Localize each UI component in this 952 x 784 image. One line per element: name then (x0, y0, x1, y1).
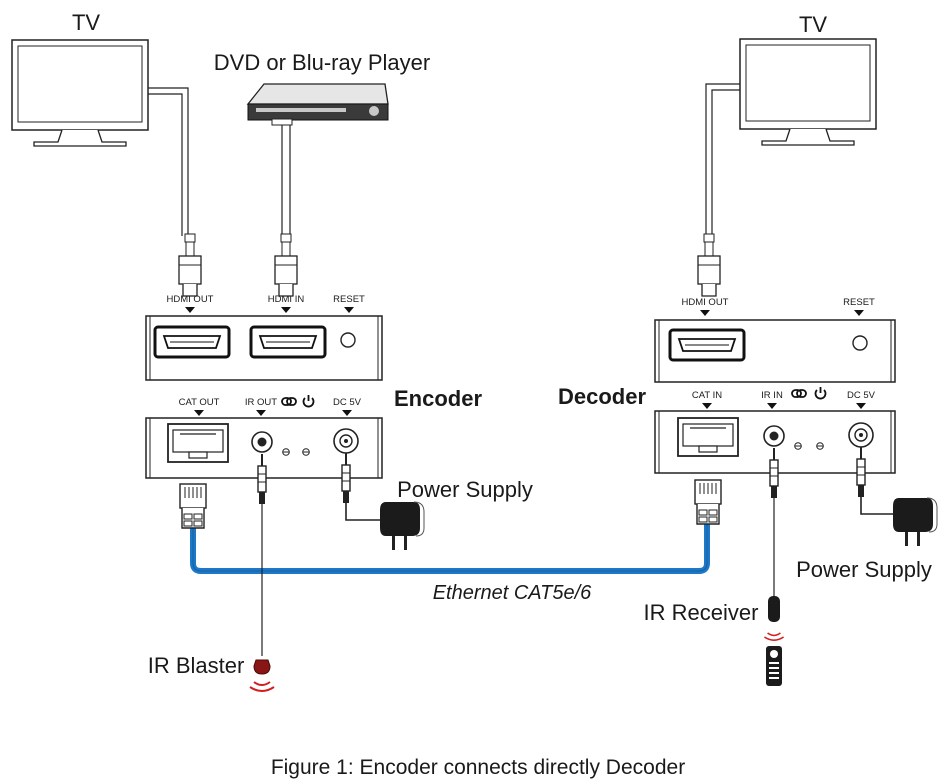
encoder-ir-out-label: IR OUT (245, 397, 277, 408)
rj45-plug-decoder (694, 479, 722, 525)
ethernet-cable (190, 524, 710, 574)
link-icon (281, 397, 297, 406)
decoder-cat-in-port (677, 417, 739, 457)
link-icon (791, 389, 807, 398)
hdmi-plug-encoder-in (274, 233, 298, 297)
hdmi-plug-encoder-out (178, 233, 202, 297)
decoder-hdmi-out-port (668, 328, 746, 362)
encoder-hdmi-in-label: HDMI IN (268, 294, 305, 305)
encoder-cat-out-label: CAT OUT (179, 397, 220, 408)
hdmi-plug-decoder-out (697, 233, 721, 297)
decoder-dc-label: DC 5V (847, 390, 876, 401)
encoder-hdmi-out-label: HDMI OUT (167, 294, 214, 305)
rj45-plug-encoder (179, 483, 207, 529)
decoder-reset-label: RESET (843, 297, 875, 308)
ir-receiver-icon (768, 596, 780, 622)
decoder-cat-in-label: CAT IN (692, 390, 722, 401)
encoder-front-panel (145, 315, 383, 381)
power-supply-left-label: Power Supply (397, 477, 533, 502)
dvd-player-icon (246, 83, 389, 126)
power-icon (302, 395, 315, 408)
decoder-hdmi-out-label: HDMI OUT (682, 297, 729, 308)
tv-right-label: TV (799, 12, 827, 37)
ir-blaster-signal-icon (249, 681, 275, 692)
power-icon (814, 387, 827, 400)
ir-blaster-icon (253, 659, 271, 675)
decoder-label: Decoder (558, 384, 646, 409)
remote-control-icon (766, 646, 782, 686)
ir-blaster-label: IR Blaster (148, 653, 245, 678)
tv-left-label: TV (72, 10, 100, 35)
ir-receiver-cable (769, 447, 779, 596)
encoder-led-2 (302, 448, 310, 456)
hdmi-cable-right-tv (705, 83, 740, 236)
decoder-ir-in-label: IR IN (761, 390, 783, 401)
encoder-cat-out-port (167, 423, 229, 463)
encoder-led-1 (282, 448, 290, 456)
encoder-reset-label: RESET (333, 294, 365, 305)
ir-receiver-label: IR Receiver (644, 600, 759, 625)
encoder-label: Encoder (394, 386, 482, 411)
encoder-dc-label: DC 5V (333, 397, 362, 408)
encoder-hdmi-out-port (153, 325, 231, 359)
tv-right-icon (739, 38, 877, 146)
ethernet-label: Ethernet CAT5e/6 (433, 582, 592, 604)
encoder-hdmi-in-port (249, 325, 327, 359)
decoder-led-1 (794, 442, 802, 450)
decoder-power-adapter-icon (892, 497, 938, 547)
decoder-front-panel (654, 319, 896, 383)
decoder-power-cable (856, 446, 897, 515)
tv-left-icon (11, 39, 149, 147)
power-supply-right-label: Power Supply (796, 557, 932, 582)
hdmi-cable-dvd (281, 125, 291, 236)
decoder-led-2 (816, 442, 824, 450)
encoder-power-adapter-icon (379, 501, 425, 551)
ir-receiver-signal-icon (763, 632, 785, 642)
figure-caption: Figure 1: Encoder connects directly Deco… (271, 756, 685, 779)
dvd-player-label: DVD or Blu-ray Player (214, 50, 430, 75)
encoder-reset-button (340, 332, 356, 348)
ir-blaster-cable (257, 453, 267, 656)
encoder-power-cable (341, 452, 384, 521)
decoder-reset-button (852, 335, 868, 351)
hdmi-cable-left-tv (148, 87, 189, 236)
